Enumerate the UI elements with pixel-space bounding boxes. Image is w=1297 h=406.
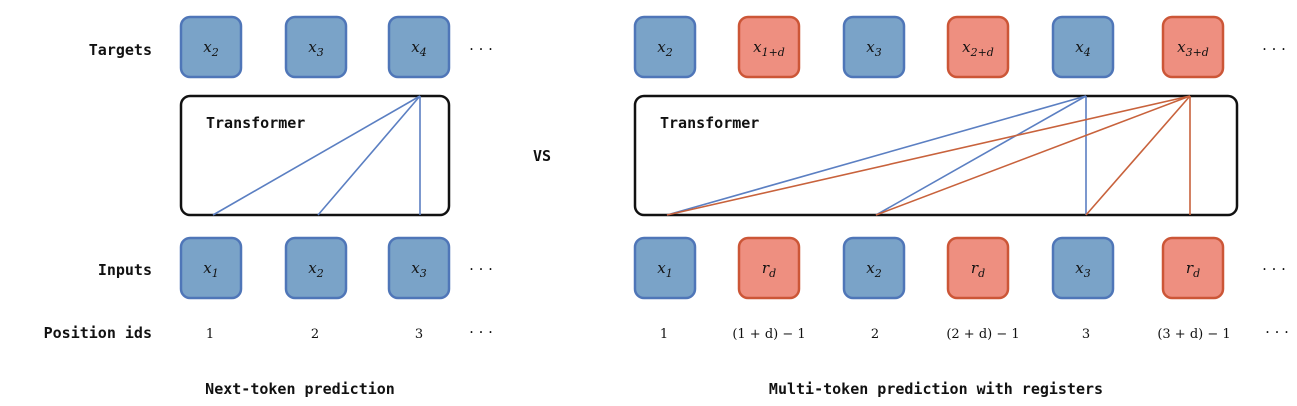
right-attention-lines xyxy=(666,95,1191,216)
left-input-token-1: x1 xyxy=(179,236,243,300)
right-target-token-4: x2+d xyxy=(946,15,1010,79)
left-targets-ellipsis: · · · xyxy=(469,40,493,58)
right-position-id-1: 1 xyxy=(660,327,668,342)
targets-row-label: Targets xyxy=(89,41,152,59)
right-input-token-label-3: x2 xyxy=(866,259,881,280)
right-target-token-label-6: x3+d xyxy=(1177,38,1209,59)
inputs-row-label: Inputs xyxy=(98,261,152,279)
right-input-token-box-6 xyxy=(1161,236,1225,300)
right-target-token-box-5 xyxy=(1051,15,1115,79)
right-input-token-2: rd xyxy=(737,236,801,300)
left-caption: Next-token prediction xyxy=(205,380,395,398)
right-target-token-box-4 xyxy=(946,15,1010,79)
left-attention-lines xyxy=(212,95,421,216)
right-input-token-box-4 xyxy=(946,236,1010,300)
left-position-ids-row: 1 2 3 xyxy=(206,327,423,342)
left-attn-line-2 xyxy=(317,95,421,216)
right-attn-red-2 xyxy=(875,95,1191,216)
left-input-token-label-3: x3 xyxy=(411,259,426,280)
right-input-token-label-2: rd xyxy=(762,259,776,280)
right-input-token-5: x3 xyxy=(1051,236,1115,300)
left-input-token-label-2: x2 xyxy=(308,259,323,280)
right-target-token-box-6 xyxy=(1161,15,1225,79)
left-target-token-3: x4 xyxy=(387,15,451,79)
right-position-ids-row: 1 (1 + d) − 1 2 (2 + d) − 1 3 (3 + d) − 1 xyxy=(660,327,1231,342)
left-input-token-box-2 xyxy=(284,236,348,300)
left-transformer-box xyxy=(179,94,451,217)
left-targets-row: x2 x3 x4 xyxy=(179,15,451,79)
right-attn-blue-1 xyxy=(666,95,1087,216)
right-input-token-box-5 xyxy=(1051,236,1115,300)
left-position-id-3: 3 xyxy=(415,327,423,342)
right-transformer-box xyxy=(633,94,1239,217)
left-inputs-row: x1 x2 x3 xyxy=(179,236,451,300)
right-target-token-label-2: x1+d xyxy=(753,38,785,59)
right-input-token-label-1: x1 xyxy=(657,259,672,280)
right-position-id-5: 3 xyxy=(1082,327,1090,342)
right-target-token-label-4: x2+d xyxy=(962,38,994,59)
right-input-token-box-2 xyxy=(737,236,801,300)
right-input-token-label-4: rd xyxy=(971,259,985,280)
right-position-id-2: (1 + d) − 1 xyxy=(732,327,805,342)
left-target-token-label-2: x3 xyxy=(308,38,323,59)
right-inputs-ellipsis: · · · xyxy=(1262,260,1286,278)
left-attn-line-1 xyxy=(212,95,421,216)
right-transformer-label: Transformer xyxy=(660,114,759,132)
left-input-token-2: x2 xyxy=(284,236,348,300)
right-target-token-1: x2 xyxy=(633,15,697,79)
position-ids-row-label: Position ids xyxy=(44,324,152,342)
left-inputs-ellipsis: · · · xyxy=(469,260,493,278)
left-position-id-1: 1 xyxy=(206,327,214,342)
right-input-token-1: x1 xyxy=(633,236,697,300)
right-position-id-3: 2 xyxy=(871,327,879,342)
right-caption: Multi-token prediction with registers xyxy=(769,380,1103,398)
right-positions-ellipsis: · · · xyxy=(1265,323,1289,341)
right-inputs-row: x1 rd x2 rd x3 rd xyxy=(633,236,1225,300)
left-input-token-3: x3 xyxy=(387,236,451,300)
right-attn-red-3 xyxy=(1085,95,1191,216)
right-target-token-5: x4 xyxy=(1051,15,1115,79)
left-target-token-2: x3 xyxy=(284,15,348,79)
vs-label: VS xyxy=(533,147,551,165)
right-input-token-box-1 xyxy=(633,236,697,300)
right-input-token-label-6: rd xyxy=(1186,259,1200,280)
right-position-id-6: (3 + d) − 1 xyxy=(1157,327,1230,342)
right-targets-ellipsis: · · · xyxy=(1262,40,1286,58)
right-target-token-box-1 xyxy=(633,15,697,79)
right-target-token-label-1: x2 xyxy=(657,38,672,59)
right-target-token-2: x1+d xyxy=(737,15,801,79)
right-input-token-box-3 xyxy=(842,236,906,300)
left-target-token-1: x2 xyxy=(179,15,243,79)
right-attn-red-1 xyxy=(666,95,1191,216)
right-input-token-6: rd xyxy=(1161,236,1225,300)
left-position-id-2: 2 xyxy=(311,327,319,342)
left-target-token-box-2 xyxy=(284,15,348,79)
right-target-token-6: x3+d xyxy=(1161,15,1225,79)
left-transformer-label: Transformer xyxy=(206,114,305,132)
right-target-token-box-2 xyxy=(737,15,801,79)
right-attn-blue-2 xyxy=(875,95,1087,216)
right-position-id-4: (2 + d) − 1 xyxy=(946,327,1019,342)
left-input-token-box-3 xyxy=(387,236,451,300)
left-input-token-label-1: x1 xyxy=(203,259,218,280)
left-target-token-box-1 xyxy=(179,15,243,79)
left-target-token-label-1: x2 xyxy=(203,38,218,59)
right-targets-row: x2 x1+d x3 x2+d x4 x3+d xyxy=(633,15,1225,79)
left-target-token-label-3: x4 xyxy=(411,38,426,59)
right-input-token-3: x2 xyxy=(842,236,906,300)
left-positions-ellipsis: · · · xyxy=(469,323,493,341)
right-input-token-4: rd xyxy=(946,236,1010,300)
right-target-token-box-3 xyxy=(842,15,906,79)
right-input-token-label-5: x3 xyxy=(1075,259,1090,280)
left-input-token-box-1 xyxy=(179,236,243,300)
right-target-token-label-5: x4 xyxy=(1075,38,1090,59)
left-target-token-box-3 xyxy=(387,15,451,79)
right-target-token-label-3: x3 xyxy=(866,38,881,59)
right-target-token-3: x3 xyxy=(842,15,906,79)
